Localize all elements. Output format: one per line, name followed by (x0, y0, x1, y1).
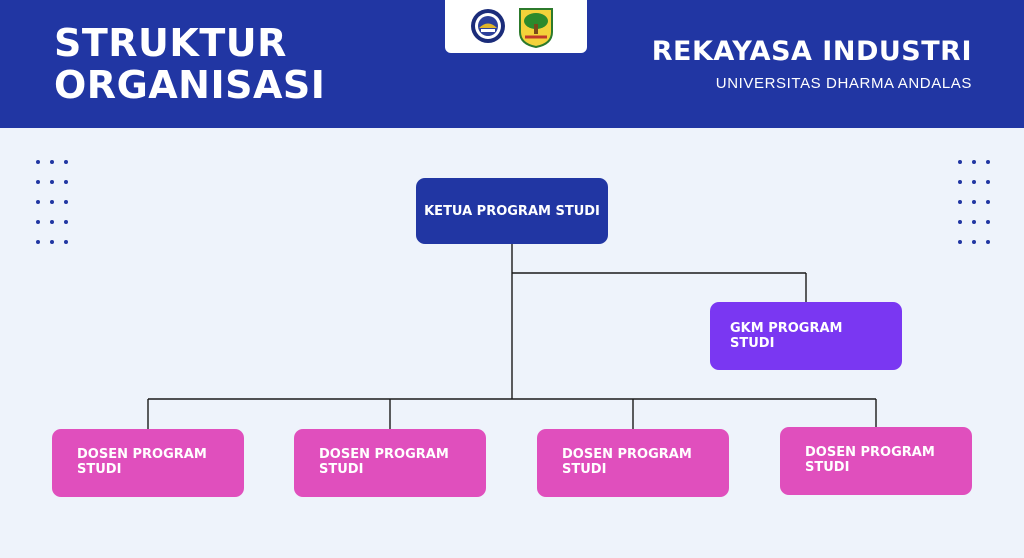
brand-block: REKAYASA INDUSTRI UNIVERSITAS DHARMA AND… (652, 36, 972, 92)
dosen-label: DOSEN PROGRAM STUDI (562, 447, 692, 477)
ketua-label: KETUA PROGRAM STUDI (424, 203, 600, 219)
dosen-program-studi-node-2: DOSEN PROGRAM STUDI (294, 429, 486, 497)
dosen-label: DOSEN PROGRAM STUDI (319, 447, 449, 477)
university-name: UNIVERSITAS DHARMA ANDALAS (715, 75, 972, 92)
page-title: STRUKTUR ORGANISASI (54, 22, 325, 106)
ketua-program-studi-node: KETUA PROGRAM STUDI (416, 178, 608, 244)
university-seal-icon (471, 9, 505, 43)
department-name: REKAYASA INDUSTRI (651, 36, 972, 67)
dosen-program-studi-node-4: DOSEN PROGRAM STUDI (780, 427, 972, 495)
title-line-2: ORGANISASI (54, 63, 326, 107)
gkm-program-studi-node: GKM PROGRAM STUDI (710, 302, 902, 370)
gkm-label: GKM PROGRAM STUDI (730, 321, 843, 351)
dosen-program-studi-node-1: DOSEN PROGRAM STUDI (52, 429, 244, 497)
regional-emblem-icon (519, 8, 553, 48)
header-banner: STRUKTUR ORGANISASI REKAYASA INDUSTRI UN… (0, 0, 1024, 128)
title-line-1: STRUKTUR (54, 21, 287, 65)
dosen-label: DOSEN PROGRAM STUDI (77, 447, 207, 477)
dosen-label: DOSEN PROGRAM STUDI (805, 445, 935, 475)
dosen-program-studi-node-3: DOSEN PROGRAM STUDI (537, 429, 729, 497)
logo-card (445, 0, 587, 53)
